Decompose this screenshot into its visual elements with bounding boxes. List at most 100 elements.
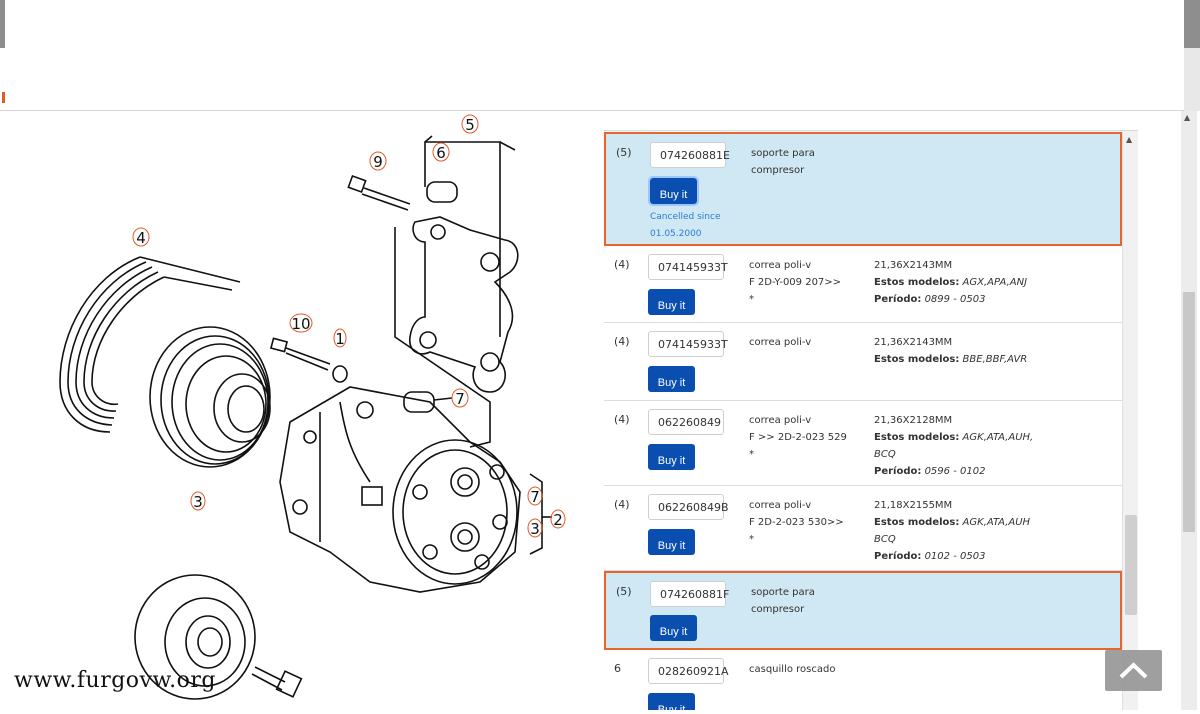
callout-10-label: 10 [291, 315, 310, 333]
desc-line: correa poli-v [749, 500, 812, 511]
callout-9: 9 [369, 151, 387, 171]
callout-3-side: 3 [527, 518, 543, 538]
part-number[interactable]: 074260881E [650, 142, 730, 168]
parts-diagram-drawing: 5 6 9 4 10 1 7 3 7 3 2 [59, 114, 566, 700]
callout-6-label: 6 [436, 144, 446, 162]
models-label: Estos modelos: [874, 432, 960, 443]
part-number[interactable]: 074145933T [648, 254, 728, 280]
compressor-drawing [279, 386, 521, 593]
desc-line: soporte para [751, 148, 815, 159]
bracket-drawing [394, 135, 519, 448]
parts-row[interactable]: (5) 074260881E Buy it Cancelled since 01… [604, 132, 1122, 246]
parts-row[interactable]: 6 028260921A Buy it casquillo roscado [604, 650, 1122, 710]
desc-line: * [749, 294, 754, 305]
parts-row[interactable]: (4) 062260849 Buy it correa poli-v F >> … [604, 401, 1122, 486]
chevron-up-icon [1119, 662, 1148, 679]
period-label: Período: [874, 294, 922, 305]
browser-top-area [0, 0, 1200, 111]
desc-line: * [749, 449, 754, 460]
part-number[interactable]: 074260881F [650, 581, 729, 607]
parts-list: (5) 074260881E Buy it Cancelled since 01… [604, 131, 1122, 710]
part-number[interactable]: 062260849B [648, 494, 729, 520]
models-value: BBE,BBF,AVR [962, 354, 1028, 365]
callout-3-side-label: 3 [530, 520, 540, 538]
bolt-9-drawing [347, 174, 458, 211]
desc-line: correa poli-v [749, 415, 812, 426]
desc-line: compresor [751, 165, 805, 176]
callout-6: 6 [432, 142, 450, 162]
parts-row[interactable]: (5) 074260881F Buy it soporte para compr… [604, 571, 1122, 650]
callout-2: 2 [550, 509, 566, 529]
part-number[interactable]: 062260849 [648, 409, 724, 435]
buy-button[interactable]: Buy it [648, 289, 695, 315]
buy-button[interactable]: Buy it [648, 693, 695, 710]
row-qty: (4) [614, 413, 630, 426]
callout-3-pulley: 3 [190, 491, 206, 511]
part-number[interactable]: 074145933T [648, 331, 728, 357]
info-dimension: 21,36X2128MM [874, 415, 953, 426]
row-qty: (4) [614, 335, 630, 348]
desc-line: correa poli-v [749, 260, 812, 271]
pulley-drawing [149, 326, 271, 468]
callout-5-label: 5 [465, 116, 475, 134]
list-scrollbar[interactable]: ▲ [1122, 131, 1138, 710]
desc-line: compresor [751, 604, 805, 615]
scroll-up-arrow-icon[interactable]: ▲ [1126, 135, 1133, 144]
part-number[interactable]: 028260921A [648, 658, 729, 684]
buy-button[interactable]: Buy it [648, 176, 699, 206]
desc-line: F 2D-2-023 530>> [749, 517, 844, 528]
bolt-10-drawing [269, 337, 348, 383]
list-scrollbar-thumb[interactable] [1125, 515, 1137, 615]
callout-1-label: 1 [335, 330, 345, 348]
row-qty: (4) [614, 498, 630, 511]
cancelled-date: 01.05.2000 [650, 229, 702, 239]
desc-line: correa poli-v [749, 337, 812, 348]
desc-line: casquillo roscado [749, 664, 836, 675]
row-qty: 6 [614, 662, 621, 675]
window-edge-left [0, 0, 5, 48]
parts-row[interactable]: (4) 062260849B Buy it correa poli-v F 2D… [604, 486, 1122, 571]
part-info: 21,18X2155MM Estos modelos: AGK,ATA,AUH … [874, 497, 1044, 565]
buy-button[interactable]: Buy it [648, 366, 695, 392]
page-scrollbar-thumb[interactable] [1183, 292, 1195, 532]
period-label: Período: [874, 466, 922, 477]
page-scrollbar[interactable]: ▲ [1181, 111, 1197, 710]
callout-1: 1 [333, 328, 347, 348]
models-value: AGX,APA,ANJ [962, 277, 1028, 288]
period-label: Período: [874, 551, 922, 562]
part-description: correa poli-v F 2D-2-023 530>> * [749, 497, 864, 548]
spacer-7-drawing [403, 391, 453, 413]
buy-button[interactable]: Buy it [650, 615, 697, 641]
parts-row[interactable]: (4) 074145933T Buy it correa poli-v 21,3… [604, 323, 1122, 401]
row-qty: (5) [616, 585, 632, 598]
period-value: 0596 - 0102 [924, 466, 986, 477]
desc-line: F 2D-Y-009 207>> [749, 277, 842, 288]
callout-7-top-label: 7 [455, 390, 465, 408]
page-marker [2, 92, 5, 103]
period-value: 0102 - 0503 [924, 551, 986, 562]
belt-drawing [59, 256, 241, 433]
models-label: Estos modelos: [874, 277, 960, 288]
callout-7-side: 7 [527, 486, 543, 506]
part-info: 21,36X2128MM Estos modelos: AGK,ATA,AUH,… [874, 412, 1044, 480]
models-value: AGK,ATA,AUH [962, 517, 1031, 528]
buy-button[interactable]: Buy it [648, 529, 695, 555]
desc-line: * [749, 534, 754, 545]
models-value-cont: BCQ [874, 534, 896, 545]
callout-7-side-label: 7 [530, 488, 540, 506]
part-description: correa poli-v [749, 334, 864, 351]
models-value-cont: BCQ [874, 449, 896, 460]
info-dimension: 21,18X2155MM [874, 500, 953, 511]
list-header [604, 111, 1138, 131]
back-to-top-button[interactable] [1105, 650, 1162, 691]
cancelled-text: Cancelled since [650, 212, 721, 222]
page-scroll-up-arrow-icon[interactable]: ▲ [1184, 113, 1191, 122]
callout-10: 10 [289, 313, 313, 333]
callout-4: 4 [132, 227, 150, 247]
callout-7-top: 7 [451, 388, 469, 408]
parts-row[interactable]: (4) 074145933T Buy it correa poli-v F 2D… [604, 246, 1122, 323]
cancelled-note: Cancelled since 01.05.2000 [650, 209, 730, 243]
part-description: soporte para compresor [751, 584, 866, 618]
buy-button[interactable]: Buy it [648, 444, 695, 470]
tensioner-drawing [134, 574, 303, 700]
